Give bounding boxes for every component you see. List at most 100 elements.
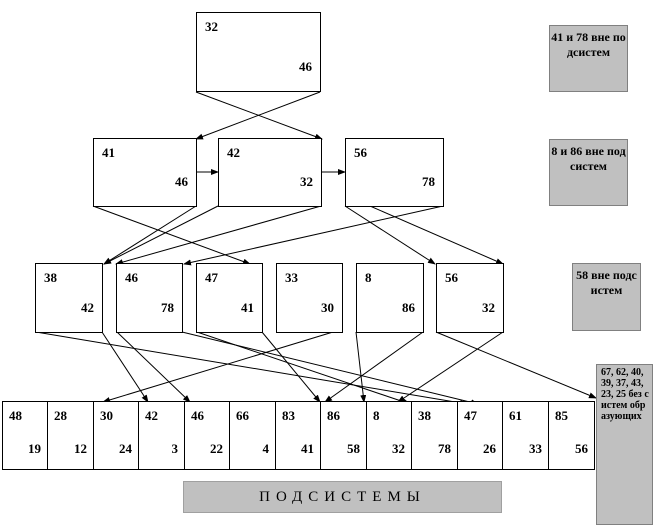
edge-l2e-to-86 xyxy=(324,331,424,403)
leaf-cell: 61 33 xyxy=(502,401,549,470)
node-l2-c-value: 41 xyxy=(241,300,254,315)
leaf-cell: 85 56 xyxy=(548,401,595,470)
edge-l1a-to-47 xyxy=(92,205,251,265)
node-l2-f-value: 32 xyxy=(482,300,495,315)
edge-l2a-to-42 xyxy=(35,331,468,406)
leaf-cell-key: 85 xyxy=(555,408,568,423)
note-level-3-text: 58 вне подсистем xyxy=(576,268,637,297)
leaf-cell-key: 61 xyxy=(509,408,522,423)
node-l2-a-value: 42 xyxy=(81,300,94,315)
leaf-cell-value: 4 xyxy=(262,441,270,456)
note-level-2-text: 8 и 86 вне подсистем xyxy=(551,144,626,173)
node-l2-b: 46 78 xyxy=(116,263,183,333)
node-l1-c-value: 78 xyxy=(422,174,435,189)
node-l2-e-value: 86 xyxy=(402,300,415,315)
node-l1-a: 41 46 xyxy=(93,138,197,207)
leaf-cell-value: 33 xyxy=(529,441,542,456)
edge-l2b-to-46 xyxy=(116,331,191,403)
leaf-cell-value: 12 xyxy=(74,441,87,456)
node-l2-a: 38 42 xyxy=(35,263,103,333)
leaf-cell: 86 58 xyxy=(320,401,367,470)
node-l1-b-value: 32 xyxy=(300,174,313,189)
leaf-cell-value: 19 xyxy=(28,441,41,456)
subsystems-label: ПОДСИСТЕМЫ xyxy=(183,481,502,513)
leaf-cell: 83 41 xyxy=(275,401,321,470)
leaf-cell: 47 26 xyxy=(457,401,503,470)
leaf-cell-key: 28 xyxy=(54,408,67,423)
node-l2-d: 33 30 xyxy=(276,263,343,333)
node-l2-c: 47 41 xyxy=(196,263,263,333)
node-l2-b-key: 46 xyxy=(125,270,138,285)
node-root-key: 32 xyxy=(205,19,218,34)
leaf-cell: 46 22 xyxy=(184,401,230,470)
leaf-cell-key: 30 xyxy=(100,408,113,423)
leaf-cell: 66 4 xyxy=(229,401,276,470)
leaf-cell-value: 24 xyxy=(119,441,132,456)
leaf-cell-value: 32 xyxy=(392,441,405,456)
node-l1-b-key: 42 xyxy=(227,145,240,160)
note-level-1-text: 41 и 78 вне подсистем xyxy=(551,30,626,59)
note-unassigned-text: 67, 62, 40, 39, 37, 43, 23, 25 без систе… xyxy=(601,367,649,422)
edge-l2f-to-8 xyxy=(397,331,504,403)
leaf-cell-value: 56 xyxy=(575,441,588,456)
leaf-cell: 28 12 xyxy=(47,401,94,470)
edge-l2c-to-86 xyxy=(261,331,321,403)
edge-l2d-to-30 xyxy=(102,331,334,403)
note-level-2: 8 и 86 вне подсистем xyxy=(549,139,628,206)
leaf-cell-value: 22 xyxy=(210,441,223,456)
edge-l1b-to-38 xyxy=(103,205,219,265)
node-l2-a-key: 38 xyxy=(44,270,57,285)
leaf-cell-key: 83 xyxy=(282,408,295,423)
node-l1-a-value: 46 xyxy=(175,174,188,189)
node-l2-b-value: 78 xyxy=(161,300,174,315)
edge-root-to-41 xyxy=(195,91,321,140)
leaf-cell-key: 42 xyxy=(145,408,158,423)
edge-l2c-to-38 xyxy=(196,331,411,405)
edge-l2e-to-8 xyxy=(355,331,367,403)
leaf-cell-value: 3 xyxy=(171,441,179,456)
leaf-cell-value: 58 xyxy=(347,441,360,456)
leaf-cell: 48 19 xyxy=(2,401,48,470)
edge-l2f-to-38 xyxy=(435,331,597,399)
note-level-1: 41 и 78 вне подсистем xyxy=(549,25,628,92)
node-l1-c: 56 78 xyxy=(345,138,444,207)
edge-l1a-to-38 xyxy=(103,205,197,265)
leaf-cell: 38 78 xyxy=(411,401,458,470)
leaf-cell-key: 46 xyxy=(191,408,204,423)
node-l2-f-key: 56 xyxy=(445,270,458,285)
edge-l2a-to-46 xyxy=(101,331,149,403)
leaf-cell-key: 66 xyxy=(236,408,249,423)
node-l2-f: 56 32 xyxy=(436,263,504,333)
subsystems-label-text: ПОДСИСТЕМЫ xyxy=(259,489,426,505)
note-level-3: 58 вне подсистем xyxy=(572,263,641,331)
edge-l1c-to-56b xyxy=(369,205,504,265)
edge-l1b-to-46 xyxy=(115,205,322,265)
node-l1-c-key: 56 xyxy=(354,145,367,160)
edge-l2b-to-47 xyxy=(181,331,479,406)
leaf-cell-key: 48 xyxy=(9,408,22,423)
node-l1-b: 42 32 xyxy=(218,138,322,207)
leaf-cell-value: 26 xyxy=(483,441,496,456)
node-l2-c-key: 47 xyxy=(205,270,218,285)
node-l2-e: 8 86 xyxy=(356,263,424,333)
edge-l1c-to-56 xyxy=(344,205,436,265)
node-l2-d-key: 33 xyxy=(285,270,298,285)
node-l1-a-key: 41 xyxy=(102,145,115,160)
leaf-cell: 30 24 xyxy=(93,401,139,470)
leaf-cell-value: 78 xyxy=(438,441,451,456)
note-unassigned: 67, 62, 40, 39, 37, 43, 23, 25 без систе… xyxy=(596,364,653,525)
node-l2-d-value: 30 xyxy=(321,300,334,315)
leaf-cell-key: 38 xyxy=(418,408,431,423)
leaf-cell-key: 8 xyxy=(373,408,380,423)
leaf-cell-value: 41 xyxy=(301,441,314,456)
leaf-cell: 8 32 xyxy=(366,401,412,470)
node-root-value: 46 xyxy=(299,59,312,74)
node-root: 32 46 xyxy=(196,12,321,92)
leaf-cell: 42 3 xyxy=(138,401,185,470)
leaf-cell-key: 47 xyxy=(464,408,477,423)
leaf-cell-key: 86 xyxy=(327,408,340,423)
node-l2-e-key: 8 xyxy=(365,270,372,285)
edge-l1c-to-46 xyxy=(183,205,444,266)
